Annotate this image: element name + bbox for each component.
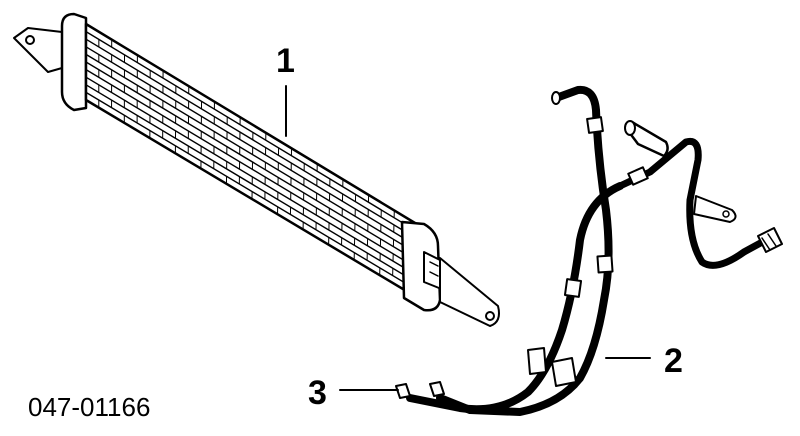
fin-row	[85, 76, 419, 278]
fin-row	[85, 68, 420, 270]
cooler-right-bracket	[439, 257, 500, 327]
callout-2: 2	[664, 342, 683, 380]
outlet-line-tube	[618, 139, 768, 268]
line-ferrule-a	[586, 116, 604, 134]
callout-1: 1	[276, 42, 295, 80]
bracket-hole-left	[25, 35, 35, 45]
line-flare-top	[551, 91, 561, 105]
oil-cooler-part-1	[13, 12, 500, 327]
line-end-fitting-b	[429, 381, 445, 397]
line-ends-part-3	[395, 381, 445, 399]
callout-3: 3	[308, 374, 327, 412]
supply-line-tube	[408, 184, 622, 412]
line-ferrule-d	[627, 166, 649, 186]
part-number: 047-01166	[28, 392, 150, 422]
cooler-fin-grid	[85, 31, 421, 292]
fin-row	[85, 84, 419, 285]
cooler-left-bracket	[13, 27, 63, 73]
line-ferrule-b	[596, 254, 614, 274]
line-nut-fitting	[757, 227, 783, 253]
leader-lines	[285, 85, 651, 391]
line-end-fitting-a	[395, 383, 411, 399]
cooler-core	[84, 22, 422, 300]
line-bracket-a	[527, 347, 547, 375]
line-bracket-b	[551, 357, 577, 387]
line-ferrule-c	[563, 278, 583, 298]
bracket-hole-right	[485, 311, 495, 321]
cooler-left-tank	[60, 12, 88, 112]
line-mount-tab	[693, 195, 737, 223]
fin-row	[85, 91, 419, 292]
cooler-lines-part-2	[406, 85, 783, 416]
